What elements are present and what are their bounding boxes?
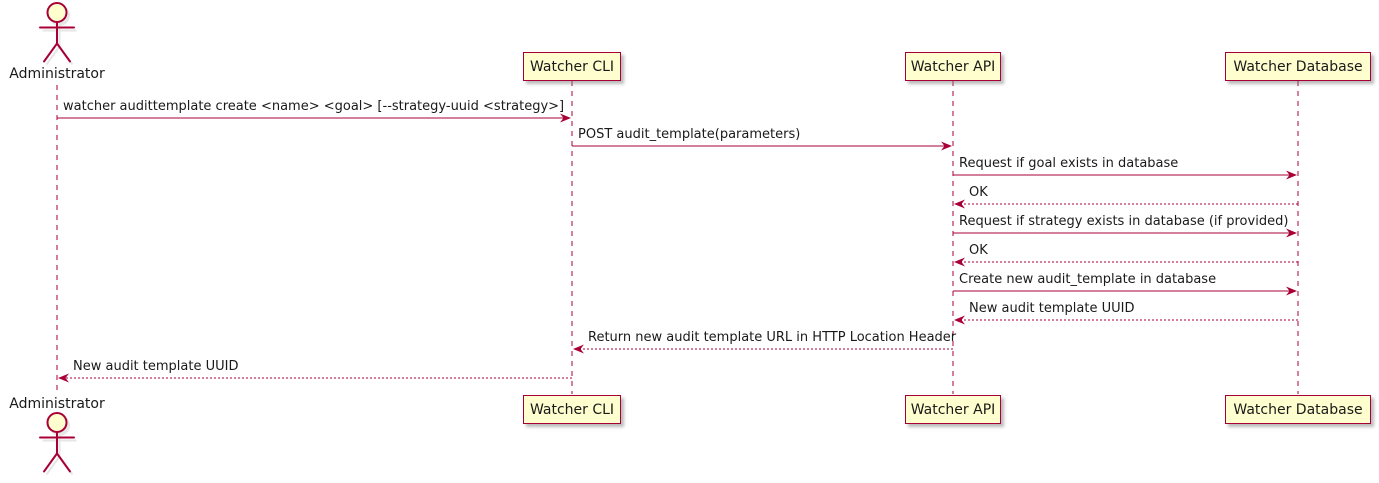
message-label-1: watcher audittemplate create <name> <goa… bbox=[63, 99, 565, 114]
actor-stick-figure-icon-bottom bbox=[39, 412, 75, 473]
message-arrowhead-2 bbox=[941, 141, 952, 151]
actor-label-administrator-bottom: Administrator bbox=[9, 396, 105, 412]
participant-box-watcher-database-top: Watcher Database bbox=[1225, 52, 1371, 81]
message-arrowhead-10 bbox=[58, 373, 69, 383]
message-label-5: Request if strategy exists in database (… bbox=[959, 214, 1289, 229]
message-arrowhead-7 bbox=[1286, 286, 1297, 296]
message-label-2: POST audit_template(parameters) bbox=[578, 127, 801, 142]
message-arrowhead-5 bbox=[1286, 228, 1297, 238]
message-label-4: OK bbox=[969, 185, 988, 200]
message-arrowhead-4 bbox=[954, 199, 965, 209]
message-label-10: New audit template UUID bbox=[73, 359, 239, 374]
message-arrowhead-1 bbox=[560, 113, 571, 123]
message-label-8: New audit template UUID bbox=[969, 301, 1135, 316]
participant-box-watcher-cli-bottom: Watcher CLI bbox=[523, 395, 621, 424]
message-arrowhead-3 bbox=[1286, 170, 1297, 180]
participant-box-watcher-cli-top: Watcher CLI bbox=[523, 52, 621, 81]
actor-label-administrator-top: Administrator bbox=[9, 66, 105, 82]
message-label-6: OK bbox=[969, 243, 988, 258]
message-label-7: Create new audit_template in database bbox=[959, 272, 1217, 287]
message-arrowhead-8 bbox=[954, 315, 965, 325]
participant-box-watcher-database-bottom: Watcher Database bbox=[1225, 395, 1371, 424]
message-label-3: Request if goal exists in database bbox=[959, 156, 1179, 171]
message-arrowhead-6 bbox=[954, 257, 965, 267]
participant-box-watcher-api-top: Watcher API bbox=[905, 52, 1001, 81]
participant-box-watcher-api-bottom: Watcher API bbox=[905, 395, 1001, 424]
message-arrowhead-9 bbox=[573, 344, 584, 354]
actor-stick-figure-icon-top bbox=[39, 2, 75, 63]
message-label-9: Return new audit template URL in HTTP Lo… bbox=[588, 330, 957, 345]
